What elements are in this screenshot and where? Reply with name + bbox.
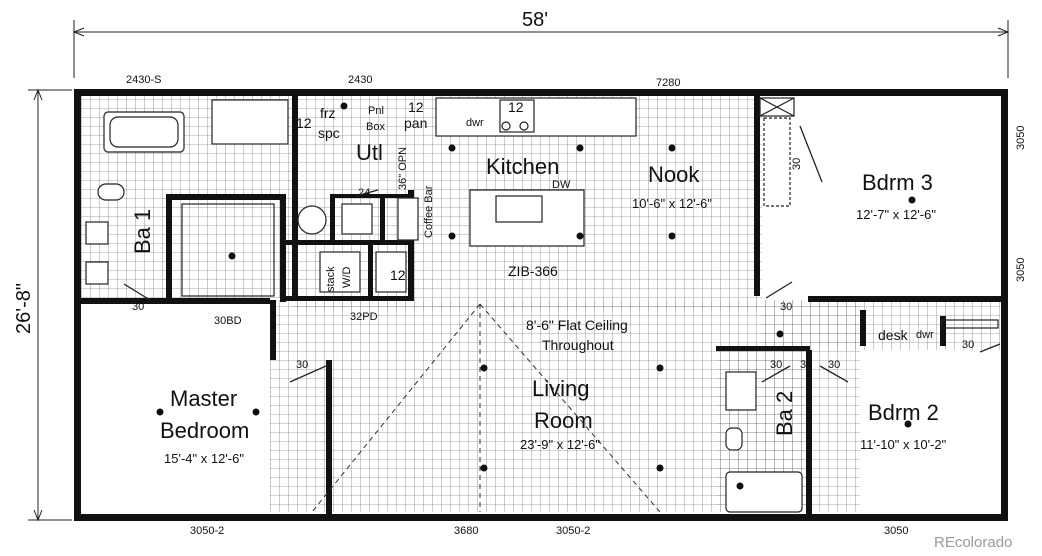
overall-width: 58' [522,9,549,31]
window-label: 3680 [454,525,479,537]
room-bdrm3: Bdrm 3 [862,170,933,195]
living-size: 23'-9" x 12'-6" [520,437,600,452]
washer-dryer-icon [319,251,361,293]
window-label: 2430-S [126,74,162,86]
room-ba2: Ba 2 [772,390,797,436]
dishwasher-label: DW [552,179,571,191]
desk-label: desk [878,327,908,343]
toilet-icon [97,183,125,201]
water-heater-icon [297,205,327,235]
box-label: Box [366,121,385,133]
door-label: 30 [132,301,145,313]
room-living-line2: Room [534,408,593,433]
washer-dryer-label: W/D [341,266,353,288]
window-label: 3050 [1015,125,1027,150]
pantry-label: pan [404,115,428,131]
window-label: 3050 [1015,257,1027,282]
bdrm2-size: 11'-10" x 10'-2" [860,437,947,452]
dim-24-label: 24 [358,187,371,199]
cabinet-label: 12 [508,99,524,115]
space-label: spc [318,125,340,141]
dimension-lines [28,20,1010,522]
room-living-line1: Living [532,376,590,401]
overall-depth: 26'-8" [13,283,35,334]
door-label: 30 [962,339,975,351]
pocket-door-label: 32PD [350,311,378,323]
tub-icon [725,471,803,513]
freezer-label: frz [320,105,336,121]
room-utility: Utl [356,140,383,165]
window-label: 3050-2 [556,525,591,537]
shelf-label: 12 [296,115,312,131]
door-label: 30 [296,359,309,371]
door-label: 30 [828,359,841,371]
light-fixtures [156,102,916,490]
nook-size: 10'-6" x 12'-6" [632,196,712,211]
sink-icon [85,261,109,285]
window-label: 7280 [656,77,681,89]
sink-icon [85,221,109,245]
pantry-size-label: 12 [408,99,424,115]
shower-stall-icon [181,203,275,297]
door-swings [123,125,1001,383]
room-nook: Nook [648,162,700,187]
room-kitchen: Kitchen [486,154,560,179]
door-label: 30 [770,359,783,371]
kitchen-counter-icon [435,97,637,137]
drawer-label: dwr [466,117,484,129]
ceiling-note-line2: Throughout [542,337,614,353]
toilet-icon [725,427,743,451]
window-label: 2430 [348,74,373,86]
shelf-label: 12 [390,267,406,283]
opening-label: 36" OPN [397,146,409,190]
master-size: 15'-4" x 12'-6" [164,451,244,466]
shower-icon [211,99,289,145]
sink-icon [725,371,757,411]
drawer-label: dwr [916,329,934,341]
island-model-label: ZIB-366 [508,263,558,279]
ceiling-lines [311,303,661,513]
door-label: 30 [791,157,803,170]
room-ba1: Ba 1 [130,208,155,254]
panel-label: Pnl [368,105,384,117]
door-label: 30 [780,301,793,313]
door-label: 30 [800,359,813,371]
room-master-line1: Master [170,386,238,411]
fixtures [85,97,999,513]
room-bdrm2: Bdrm 2 [868,400,939,425]
coffee-bar-label: Coffee Bar [423,185,435,238]
bdrm3-size: 12'-7" x 12'-6" [856,207,936,222]
window-label: 3050-2 [190,525,225,537]
bifold-door-label: 30BD [214,315,242,327]
room-master-line2: Bedroom [160,418,250,443]
walls [74,89,1008,521]
watermark: REcolorado [934,534,1013,551]
stack-label: stack [325,266,337,292]
ceiling-note-line1: 8'-6" Flat Ceiling [526,317,628,333]
window-label: 3050 [884,525,909,537]
